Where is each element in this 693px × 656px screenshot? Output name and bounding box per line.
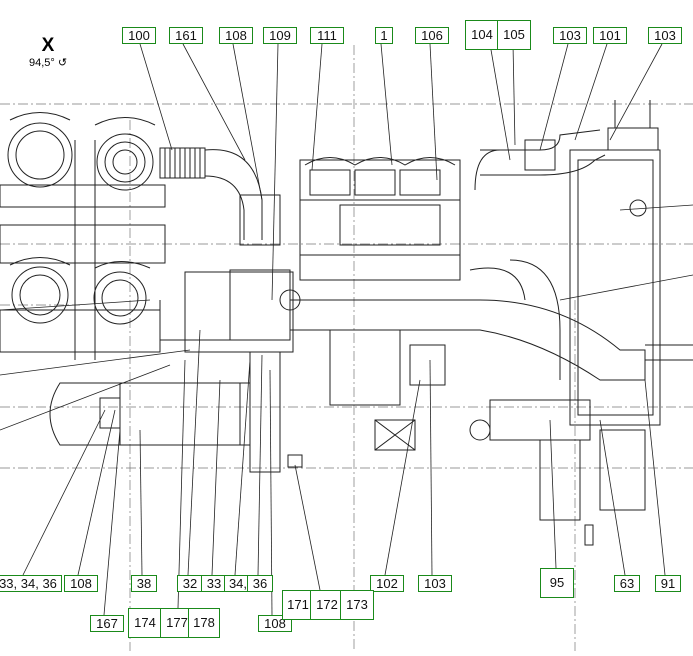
callout-108-top: 108 xyxy=(219,27,253,44)
view-letter: X xyxy=(41,35,55,56)
callout-95: 95 xyxy=(540,568,574,598)
callout-102: 102 xyxy=(370,575,404,592)
small-parts xyxy=(287,419,594,546)
callout-38: 38 xyxy=(131,575,157,592)
callout-109: 109 xyxy=(263,27,297,44)
callout-33-34-36-left: 33, 34, 36 xyxy=(0,575,62,592)
callout-1: 1 xyxy=(375,27,393,44)
muffler xyxy=(49,382,251,446)
callout-174: 174 xyxy=(128,608,162,638)
callout-105: 105 xyxy=(497,20,531,50)
view-indicator: X 94,5° ↺ xyxy=(18,35,78,70)
callout-108-bottom-a: 108 xyxy=(64,575,98,592)
callout-104: 104 xyxy=(465,20,499,50)
callout-173: 173 xyxy=(340,590,374,620)
leader-lines xyxy=(0,43,693,616)
callout-178: 178 xyxy=(188,608,220,638)
callout-106: 106 xyxy=(415,27,449,44)
callout-103-bottom: 103 xyxy=(418,575,452,592)
exhaust-pipe xyxy=(159,299,693,381)
callout-34: 34, xyxy=(224,575,252,592)
callout-32: 32 xyxy=(177,575,203,592)
callout-101: 101 xyxy=(593,27,627,44)
callout-108-bottom-b: 108 xyxy=(258,615,292,632)
callout-33: 33 xyxy=(201,575,227,592)
view-angle: 94,5° ↺ xyxy=(28,57,68,69)
callout-103-top-b: 103 xyxy=(648,27,682,44)
left-intake-pipes xyxy=(0,112,166,360)
centre-lines xyxy=(0,45,693,651)
callout-91: 91 xyxy=(655,575,681,592)
turbo-housing xyxy=(184,269,301,473)
callout-167: 167 xyxy=(90,615,124,632)
radiator xyxy=(469,100,661,521)
callout-172: 172 xyxy=(310,590,344,620)
engine-block xyxy=(299,157,461,451)
callout-63: 63 xyxy=(614,575,640,592)
callout-171: 171 xyxy=(282,590,314,620)
callout-161: 161 xyxy=(169,27,203,44)
rotate-icon: ↺ xyxy=(57,57,68,69)
callout-111: 111 xyxy=(310,27,344,44)
callout-36: 36 xyxy=(247,575,273,592)
callout-103-top-a: 103 xyxy=(553,27,587,44)
callout-100: 100 xyxy=(122,27,156,44)
air-hose xyxy=(159,147,281,246)
